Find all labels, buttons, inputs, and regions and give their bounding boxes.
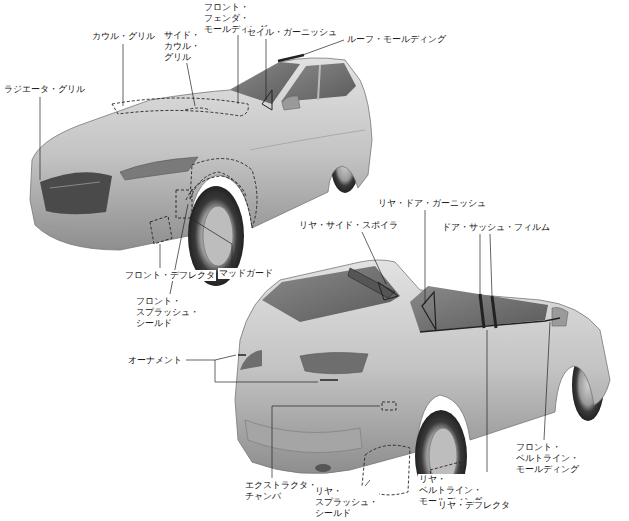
part-label: リヤ・デフレクタ	[437, 500, 511, 511]
part-label: リヤ・スプラッシュ・ シールド	[314, 486, 379, 519]
part-label: リヤ・サイド・スポイラ	[298, 220, 399, 231]
part-label: オーナメント	[127, 355, 183, 366]
part-label: ラジエータ・グリル	[3, 84, 86, 95]
part-label: フロント・デフレクタ	[124, 270, 216, 281]
part-label: フロント・ベルトライン・ モールディング	[515, 442, 580, 475]
part-label: ルーフ・モールディング	[346, 34, 447, 45]
part-label: セイル・ガーニッシュ	[246, 27, 338, 38]
part-label: カウル・グリル	[91, 31, 156, 42]
part-label: エクストラクタ・ チャンバ	[244, 480, 318, 502]
front-car	[30, 26, 372, 294]
part-label: フロント・スプラッシュ・ シールド	[135, 296, 200, 329]
part-label: ドア・サッシュ・フィルム	[441, 222, 551, 233]
part-label: リヤ・ドア・ガーニッシュ	[377, 198, 487, 209]
rear-car	[186, 210, 610, 502]
part-label: マッドガード	[218, 268, 274, 279]
part-label: サイド・カウル・ グリル	[163, 30, 201, 63]
